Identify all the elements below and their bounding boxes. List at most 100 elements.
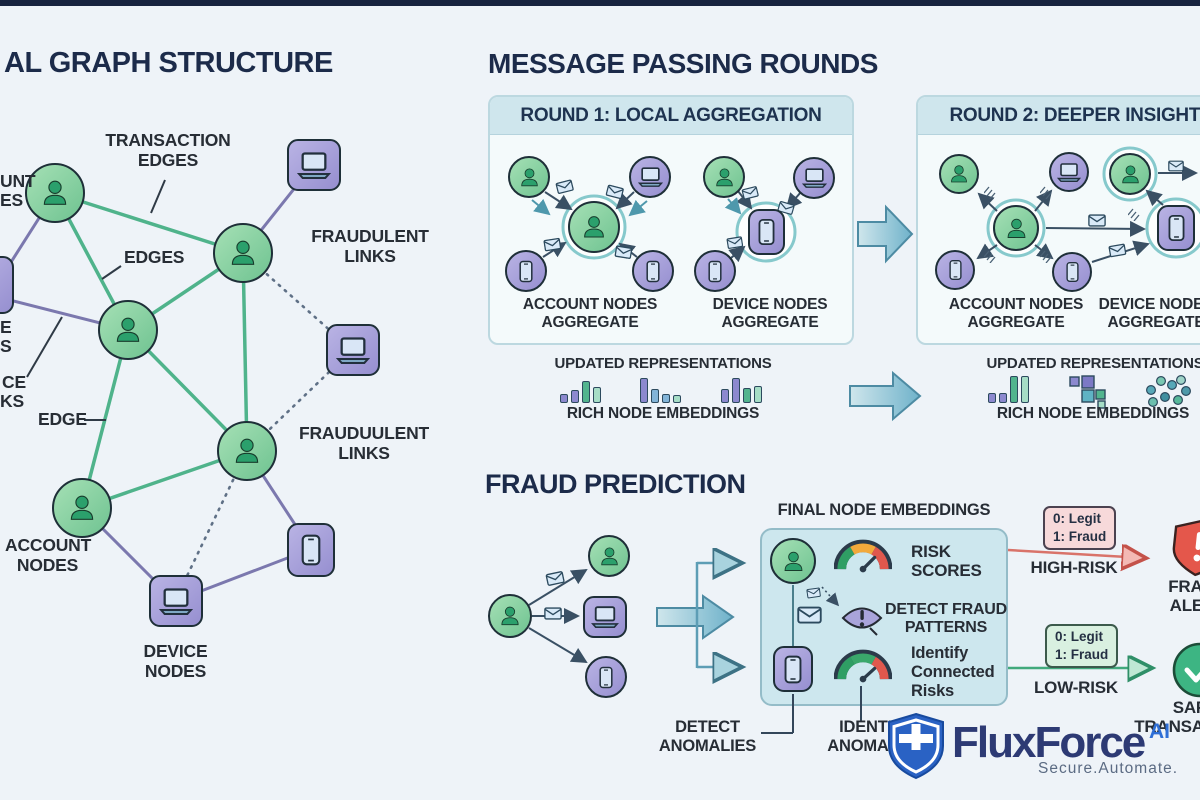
laptop-icon bbox=[336, 336, 370, 364]
round2-embeddings-caption: RICH NODE EMBEDDINGS bbox=[996, 405, 1190, 422]
round1-updated-title: UPDATED REPRESENTATIONS bbox=[554, 355, 772, 372]
transaction-edges-label: TRANSACTION EDGES bbox=[105, 130, 231, 170]
person-icon bbox=[784, 551, 802, 571]
safe-transaction-label: SAFE TRANSACTION bbox=[1134, 698, 1200, 737]
device-node-laptop bbox=[326, 324, 380, 376]
round2-center-device-node bbox=[1157, 205, 1195, 251]
fraud-prediction-title: FRAUD PREDICTION bbox=[485, 469, 746, 499]
phone-icon bbox=[519, 260, 533, 282]
laptop-icon bbox=[638, 167, 662, 187]
fluxforce-tagline: Secure.Automate. bbox=[1038, 760, 1179, 777]
phone-icon bbox=[758, 218, 775, 246]
device-node-phone bbox=[935, 250, 975, 290]
round1-account-label: ACCOUNT NODES AGGREGATE bbox=[522, 296, 658, 331]
phone-icon bbox=[599, 666, 613, 688]
person-icon bbox=[501, 606, 519, 626]
edges-label: EDGES bbox=[124, 247, 185, 267]
connected-risk-gauge-icon bbox=[840, 656, 886, 682]
device-node-laptop bbox=[1049, 152, 1089, 192]
fraudulent-links-label: FRAUDULENT LINKS bbox=[311, 226, 429, 266]
account-node bbox=[703, 156, 745, 198]
person-icon bbox=[231, 240, 255, 265]
laptop-icon bbox=[1057, 162, 1081, 182]
device-node-laptop bbox=[629, 156, 671, 198]
person-icon bbox=[1121, 164, 1139, 183]
embed-out-connectors bbox=[761, 686, 862, 734]
detect-anomalies-label: DETECT ANOMALIES bbox=[658, 718, 757, 755]
fluxforce-brand: FluxForce bbox=[952, 718, 1146, 767]
round2-center-account-node bbox=[993, 205, 1039, 251]
low-risk-label: LOW-RISK bbox=[1034, 678, 1118, 697]
account-node bbox=[508, 156, 550, 198]
arrow-fraud bbox=[656, 594, 735, 640]
frauduulent-links-label: FRAUDUULENT LINKS bbox=[299, 423, 430, 463]
laptop-icon bbox=[802, 168, 826, 188]
phone-icon bbox=[1168, 214, 1184, 242]
final-embeddings-title: FINAL NODE EMBEDDINGS bbox=[777, 501, 991, 519]
device-node-phone bbox=[505, 250, 547, 292]
person-icon bbox=[584, 216, 604, 238]
round2-account-label: ACCOUNT NODES AGGREGATE bbox=[948, 296, 1084, 331]
phone-icon bbox=[1065, 261, 1079, 283]
person-icon bbox=[715, 167, 733, 186]
embedding-bars bbox=[988, 375, 1029, 403]
round1-center-account-node bbox=[568, 201, 620, 253]
device-node-laptop bbox=[583, 596, 627, 638]
safe-check-icon bbox=[1172, 642, 1200, 698]
account-node bbox=[25, 163, 85, 223]
device-node-phone bbox=[1052, 252, 1092, 292]
cutoff-label-ks: KS bbox=[0, 391, 24, 411]
fraud-bracket bbox=[695, 562, 740, 668]
fraud-graph-envelopes bbox=[544, 570, 565, 620]
laptop-icon bbox=[297, 151, 331, 179]
round2-device-label: DEVICE NODES AGGREGATE bbox=[1098, 296, 1200, 331]
phone-icon bbox=[301, 534, 321, 566]
account-node bbox=[217, 421, 277, 481]
device-node-phone bbox=[694, 250, 736, 292]
account-node bbox=[588, 535, 630, 577]
account-node bbox=[98, 300, 158, 360]
eye-alert-icon bbox=[841, 607, 883, 636]
top-border bbox=[0, 0, 1200, 6]
phone-icon bbox=[784, 655, 802, 683]
laptop-icon bbox=[159, 587, 193, 615]
cutoff-label-e: E bbox=[0, 317, 12, 337]
account-node bbox=[488, 594, 532, 638]
round1-embeddings-caption: RICH NODE EMBEDDINGS bbox=[566, 405, 760, 422]
round2-header: ROUND 2: DEEPER INSIGHTS bbox=[918, 97, 1200, 135]
person-icon bbox=[1007, 218, 1025, 238]
round1-teal-arrows bbox=[531, 197, 742, 217]
device-node-laptop bbox=[793, 157, 835, 199]
fraud-alert-label: FRAUD ALERT bbox=[1168, 577, 1200, 616]
device-node-phone bbox=[632, 250, 674, 292]
device-node-phone bbox=[585, 656, 627, 698]
fluxforce-shield-icon bbox=[888, 712, 944, 780]
dots-embedding-icon bbox=[1145, 374, 1191, 408]
round2-box: ROUND 2: DEEPER INSIGHTS bbox=[916, 95, 1200, 345]
person-icon bbox=[520, 167, 538, 186]
person-icon bbox=[70, 495, 94, 520]
round2-highlighted-account-node bbox=[1109, 153, 1151, 195]
account-node bbox=[52, 478, 112, 538]
fluxforce-ai-sup: AI bbox=[1149, 720, 1170, 743]
device-nodes-label: DEVICE NODES bbox=[143, 641, 208, 681]
laptop-icon bbox=[591, 606, 619, 628]
device-node-phone bbox=[287, 523, 335, 577]
risk-scores-label: RISK SCORES bbox=[911, 542, 982, 581]
cutoff-label-es: ES bbox=[0, 190, 23, 210]
phone-icon bbox=[646, 260, 660, 282]
cutoff-label-ce: CE bbox=[2, 372, 26, 392]
person-icon bbox=[235, 438, 259, 463]
account-nodes-label: ACCOUNT NODES bbox=[5, 535, 92, 575]
matrix-embedding-icon bbox=[1069, 375, 1106, 409]
round1-device-label: DEVICE NODES AGGREGATE bbox=[712, 296, 828, 331]
phone-icon bbox=[948, 259, 962, 281]
phone-icon bbox=[708, 260, 722, 282]
cutoff-label-s: S bbox=[0, 336, 12, 356]
arrow-embeddings bbox=[849, 370, 922, 422]
round1-center-device-node bbox=[748, 209, 785, 255]
person-icon bbox=[600, 546, 618, 565]
message-passing-title: MESSAGE PASSING ROUNDS bbox=[488, 48, 878, 79]
device-node-laptop bbox=[287, 139, 341, 191]
